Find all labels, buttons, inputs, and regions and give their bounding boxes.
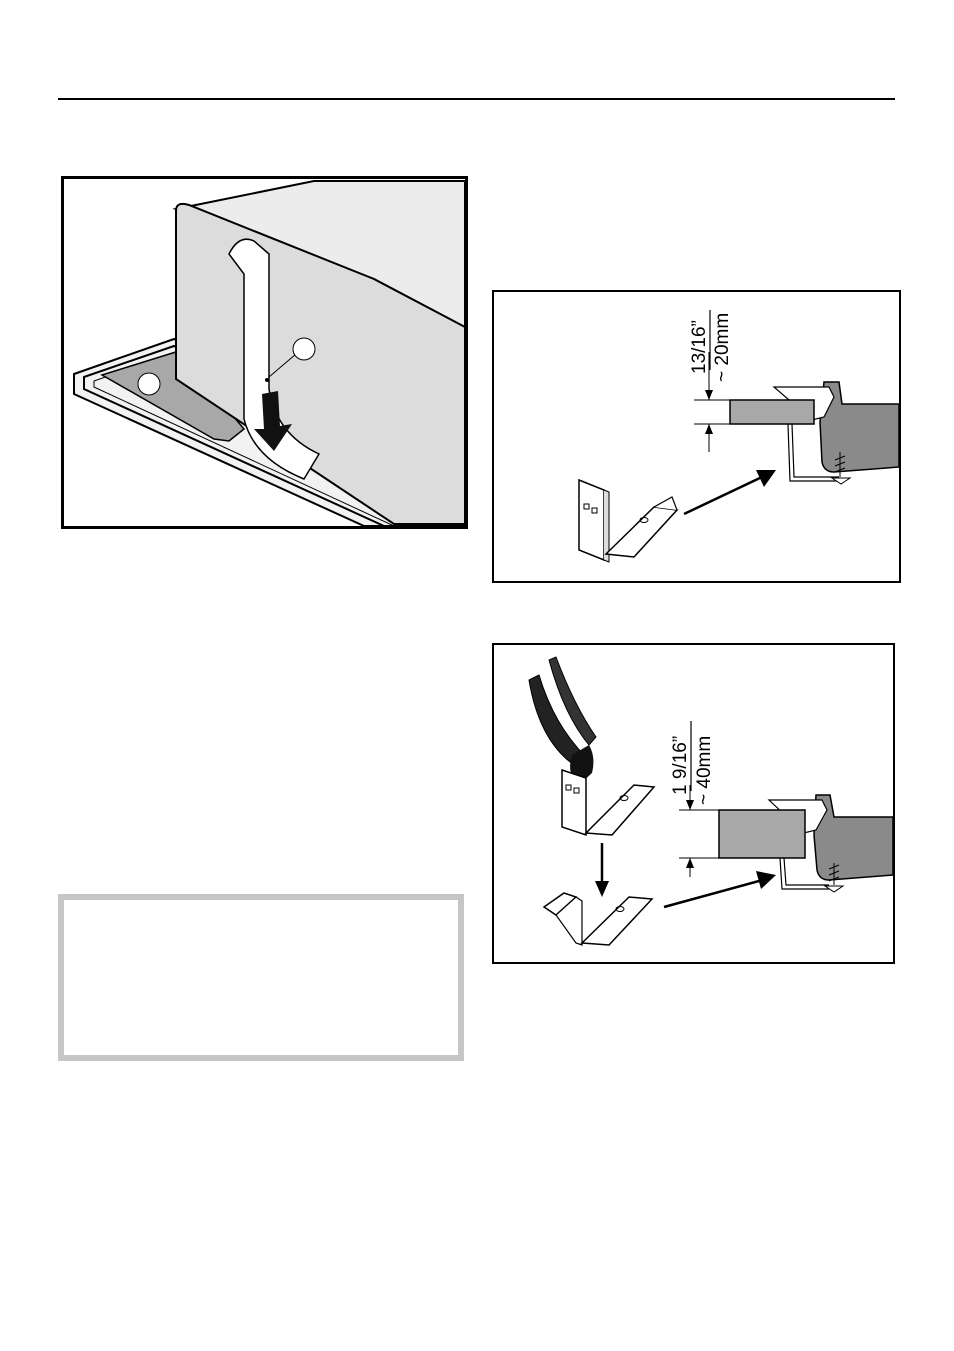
callout-circle [138, 373, 160, 395]
dim-imperial-label: 13/16” [689, 320, 710, 374]
header-rule [58, 98, 895, 100]
dim-metric-label: ~ 20mm [712, 313, 733, 382]
callout-circle [293, 338, 315, 360]
upper-clip [562, 770, 586, 835]
down-arrow-icon [595, 881, 609, 897]
panel [719, 810, 805, 858]
dim-metric-label: ~ 40mm [694, 736, 715, 805]
clip-illustration: 13/16” ~ 20mm [494, 292, 899, 581]
insert-arrow-icon [756, 871, 776, 889]
appliance-illustration [64, 179, 465, 526]
figure-clip-20mm: 13/16” ~ 20mm [492, 290, 901, 583]
panel [730, 400, 814, 424]
figure-clip-40mm: 1 9/16” ~ 40mm [492, 643, 895, 964]
pliers-illustration: 1 9/16” ~ 40mm [494, 645, 893, 962]
figure-appliance-tape [61, 176, 468, 529]
loose-clip [579, 480, 604, 560]
note-box [58, 894, 464, 1061]
dim-imperial-label: 1 9/16” [670, 736, 691, 795]
